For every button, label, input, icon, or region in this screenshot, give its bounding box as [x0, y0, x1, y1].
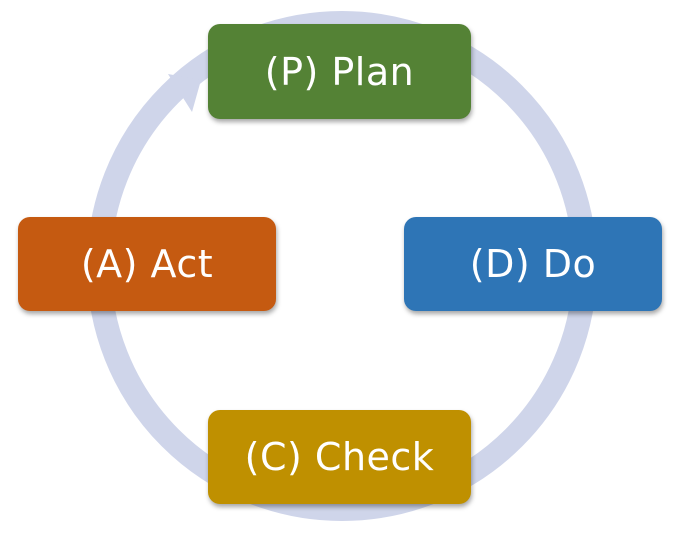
stage-do-label: (D) Do: [469, 242, 597, 286]
stage-plan-box: (P) Plan: [208, 24, 471, 119]
stage-act-box: (A) Act: [18, 217, 276, 311]
stage-act-label: (A) Act: [80, 242, 214, 286]
stage-check-label: (C) Check: [244, 435, 435, 479]
stage-do-box: (D) Do: [404, 217, 662, 311]
stage-check-box: (C) Check: [208, 410, 471, 504]
cycle-arrowhead-icon: [168, 74, 201, 112]
stage-plan-label: (P) Plan: [264, 49, 415, 94]
